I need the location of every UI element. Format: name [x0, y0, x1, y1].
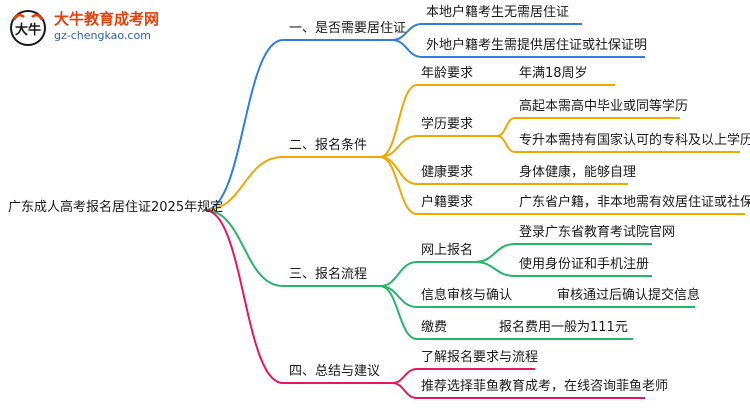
branch-connector-1 [204, 39, 284, 211]
sub-connector-2-2 [379, 135, 418, 158]
leaf-label-2-4-1: 广东省户籍，非本地需有效居住证或社保证明 [519, 195, 750, 210]
leaf-label-2-3-1: 身体健康，能够自理 [519, 165, 637, 180]
leaf-label-3-1-2: 使用身份证和手机注册 [519, 257, 650, 272]
branch-connector-3 [204, 209, 284, 287]
sub-connector-4-2 [391, 382, 418, 399]
sub-label-2-4: 户籍要求 [421, 195, 474, 210]
sub-connector-3-3 [379, 285, 418, 340]
sub-connector-2-3 [379, 156, 418, 185]
sub-label-3-3: 缴费 [421, 320, 448, 335]
sub-label-4-1: 了解报名要求与流程 [421, 350, 539, 365]
branch-label-3: 三、报名流程 [289, 267, 368, 282]
leaf-label-3-1-1: 登录广东省教育考试院官网 [519, 225, 676, 240]
logo-title: 大牛教育成考网 [54, 10, 160, 28]
leaf-label-3-2-1: 审核通过后确认提交信息 [557, 288, 701, 303]
sub-connector-1-2 [391, 39, 423, 58]
sub-label-2-1: 年龄要求 [421, 66, 474, 81]
site-logo[interactable]: 大牛 大牛教育成考网 gz-chengkao.com [8, 6, 198, 50]
leaf-label-2-2-2: 专升本需持有国家认可的专科及以上学历 [519, 133, 750, 148]
bull-logo-icon: 大牛 [10, 10, 46, 46]
leaf-label-3-3-1: 报名费用一般为111元 [499, 320, 628, 335]
sub-label-4-2: 推荐选择菲鱼教育成考，在线咨询菲鱼老师 [421, 379, 669, 394]
sub-label-2-3: 健康要求 [421, 165, 474, 180]
sub-label-1-2: 外地户籍考生需提供居住证或社保证明 [426, 38, 648, 53]
branch-label-4: 四、总结与建议 [289, 364, 381, 379]
sub-label-2-2: 学历要求 [421, 117, 474, 132]
sub-label-1-1: 本地户籍考生无需居住证 [426, 5, 570, 20]
leaf-connector-3-1-2 [474, 261, 516, 277]
leaf-label-2-1-1: 年满18周岁 [519, 66, 588, 81]
logo-mark-text: 大牛 [15, 22, 41, 38]
sub-connector-2-4 [379, 156, 418, 215]
sub-connector-2-1 [379, 84, 418, 158]
leaf-connector-2-2-1 [496, 117, 516, 137]
branch-label-2: 二、报名条件 [289, 138, 368, 153]
sub-label-3-2: 信息审核与确认 [421, 288, 513, 303]
sub-connector-3-1 [379, 261, 418, 287]
sub-label-3-1: 网上报名 [421, 243, 474, 258]
leaf-connector-3-1-1 [474, 243, 516, 263]
sub-connector-3-2 [379, 285, 418, 308]
root-node: 广东成人高考报名居住证2025年规定 [8, 200, 224, 215]
sub-connector-4-1 [391, 368, 418, 384]
leaf-connector-2-2-2 [496, 135, 516, 153]
logo-url: gz-chengkao.com [54, 29, 151, 42]
branch-label-1: 一、是否需要居住证 [289, 21, 407, 36]
branch-connector-4 [204, 209, 284, 384]
leaf-label-2-2-1: 高起本需高中毕业或同等学历 [519, 99, 689, 114]
branch-connector-2 [204, 156, 284, 211]
